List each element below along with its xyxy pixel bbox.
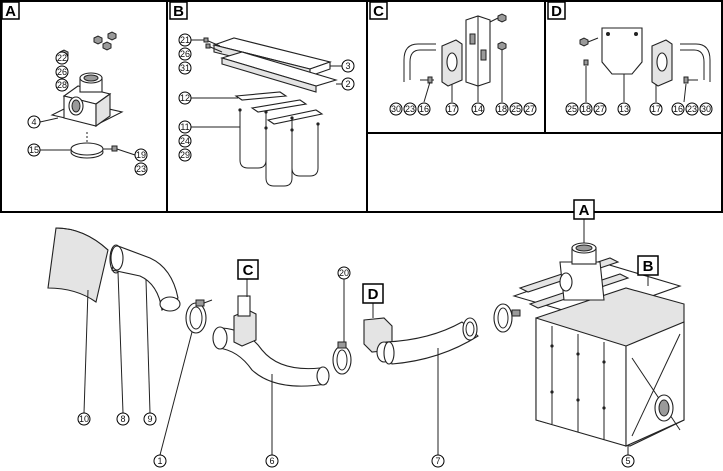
- callout-b-24: 24: [180, 136, 190, 146]
- clamp-muffler: [493, 303, 521, 333]
- panel-b-letter: B: [173, 3, 184, 20]
- callout-a-19: 19: [136, 150, 146, 160]
- callout-d-13: 13: [619, 104, 629, 114]
- callout-d-25: 25: [567, 104, 577, 114]
- main-exploded-view: C D: [47, 199, 685, 468]
- callout-a-22: 22: [57, 53, 67, 63]
- callout-d-23: 23: [687, 104, 697, 114]
- panel-d: D 25 18 27: [547, 1, 713, 116]
- callout-main-10: 10: [79, 414, 89, 424]
- callout-b-29: 29: [180, 150, 190, 160]
- panel-c-letter-box: C: [369, 1, 388, 20]
- section-flag-a: A: [573, 199, 595, 243]
- panel-b-letter-box: B: [169, 1, 188, 20]
- panel-b-parts: [203, 37, 338, 187]
- callout-d-27: 27: [595, 104, 605, 114]
- callout-c-25: 25: [511, 104, 521, 114]
- section-flag-c: C: [237, 259, 259, 297]
- callout-d-16: 16: [673, 104, 683, 114]
- callout-main-1: 1: [157, 456, 162, 466]
- callout-main-8: 8: [120, 414, 125, 424]
- clamp-20: [332, 298, 352, 375]
- section-flag-a-letter: A: [579, 202, 590, 219]
- section-flag-b: B: [637, 255, 659, 286]
- callout-d-17: 17: [651, 104, 661, 114]
- callout-c-23: 23: [405, 104, 415, 114]
- section-flag-c-letter: C: [243, 262, 254, 279]
- panel-a-letter: A: [5, 3, 16, 20]
- panel-c-letter: C: [373, 3, 384, 20]
- panel-b-callouts: 21 26 31 3 2 12 11 24 29: [178, 33, 355, 162]
- callout-d-30: 30: [701, 104, 711, 114]
- callout-c-27: 27: [525, 104, 535, 114]
- callout-a-15: 15: [29, 145, 39, 155]
- pipe-6: [212, 295, 330, 387]
- panel-d-letter: D: [551, 3, 562, 20]
- section-flag-b-letter: B: [643, 258, 654, 275]
- callout-main-5: 5: [625, 456, 630, 466]
- panel-a-letter-box: A: [1, 1, 20, 20]
- callout-d-18: 18: [581, 104, 591, 114]
- panel-c-callouts: 30 23 16 17 14 18 25 27: [389, 50, 537, 116]
- callout-main-7: 7: [435, 456, 440, 466]
- callout-a-28: 28: [57, 80, 67, 90]
- callout-a-23: 23: [136, 164, 146, 174]
- panel-a-parts: [50, 31, 124, 159]
- panel-c: C 30 23: [369, 1, 537, 116]
- panel-a: A 22: [1, 1, 148, 176]
- callout-a-26: 26: [57, 67, 67, 77]
- pipe-7: [383, 317, 479, 365]
- callout-b-12: 12: [180, 93, 190, 103]
- panel-d-parts: [579, 27, 711, 87]
- callout-main-9: 9: [147, 414, 152, 424]
- callout-b-2: 2: [345, 79, 350, 89]
- callout-c-30: 30: [391, 104, 401, 114]
- bottom-callouts: 10 8 9 1 6 7 5: [77, 271, 635, 468]
- section-flag-d-letter: D: [368, 286, 379, 303]
- panel-a-callouts: 22 26 28 4 15 19 23: [27, 51, 148, 176]
- muffler-assembly: [512, 242, 685, 447]
- callout-b-11: 11: [180, 122, 189, 132]
- panel-b: B: [169, 1, 355, 187]
- callout-b-21: 21: [180, 35, 190, 45]
- callout-main-20-group: 20: [337, 266, 351, 298]
- callout-b-3: 3: [345, 61, 350, 71]
- bend-pipe: [110, 245, 181, 312]
- callout-c-18: 18: [497, 104, 507, 114]
- panel-c-parts: [403, 13, 507, 87]
- callout-b-31: 31: [180, 63, 190, 73]
- panel-d-letter-box: D: [547, 1, 566, 20]
- callout-main-20: 20: [339, 268, 349, 278]
- callout-c-14: 14: [473, 104, 483, 114]
- clamp-1: [185, 299, 213, 334]
- callout-main-6: 6: [269, 456, 274, 466]
- callout-b-26: 26: [180, 49, 190, 59]
- callout-a-4: 4: [31, 117, 36, 127]
- panel-d-callouts: 25 18 27 13 17 16 23 30: [565, 66, 713, 116]
- callout-c-16: 16: [419, 104, 429, 114]
- deflector-shield: [47, 227, 109, 303]
- callout-c-17: 17: [447, 104, 457, 114]
